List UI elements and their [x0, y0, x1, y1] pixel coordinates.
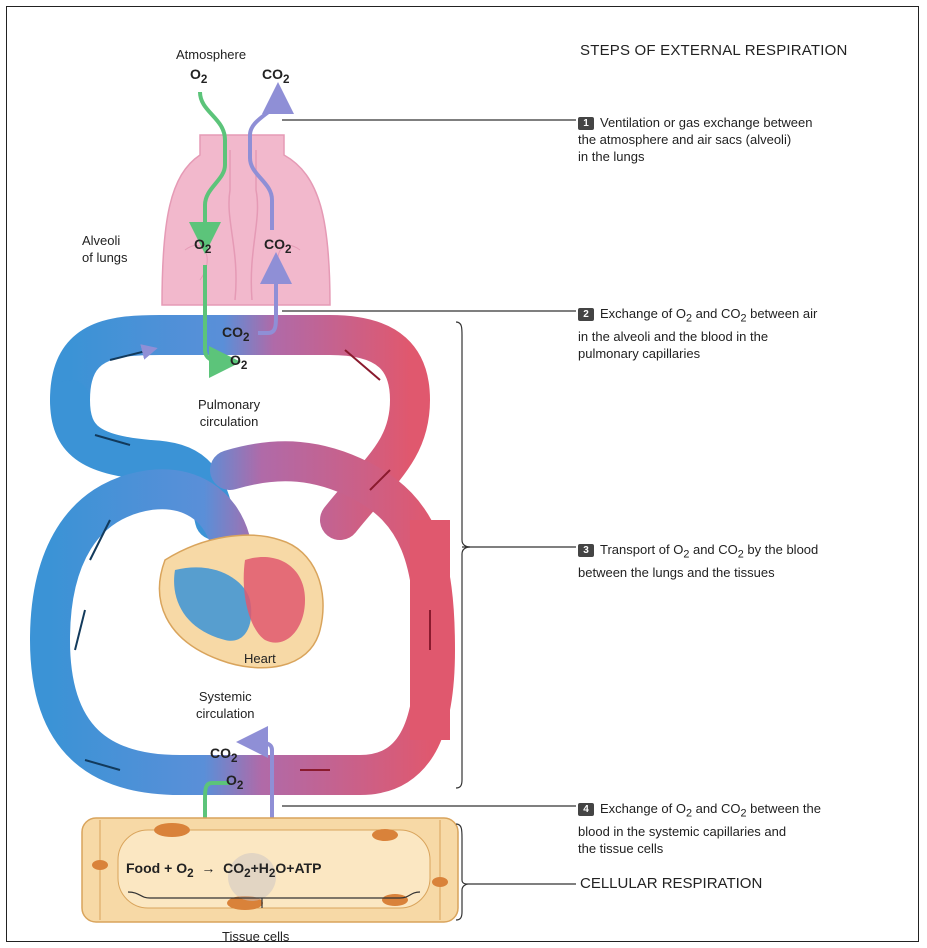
o2-subscript: 2: [205, 243, 211, 256]
eq-atp: ATP: [294, 860, 321, 876]
tissue-cells-label: Tissue cells: [222, 928, 289, 945]
heart-label: Heart: [244, 650, 276, 667]
alveoli-label: Alveoli of lungs: [82, 232, 128, 266]
atmosphere-o2-label: O2: [190, 66, 207, 88]
steps-title: STEPS OF EXTERNAL RESPIRATION: [580, 42, 848, 59]
cellular-respiration-equation: Food + O2 → CO2+H2O+ATP: [126, 860, 321, 880]
systemic-line1: Systemic: [199, 689, 252, 704]
o2-text: O: [190, 66, 201, 82]
pulmonary-o2-label: O2: [230, 352, 247, 374]
systemic-line2: circulation: [196, 706, 255, 721]
co2-text: CO: [210, 745, 231, 761]
lungs-illustration: [162, 135, 330, 305]
eq-h2o-o: O: [275, 860, 286, 876]
eq-plus: +: [164, 860, 172, 876]
cellular-respiration-label: CELLULAR RESPIRATION: [580, 875, 762, 892]
step-3-text-b: and CO: [689, 542, 737, 557]
pulmonary-line2: circulation: [200, 414, 259, 429]
eq-food: Food: [126, 860, 160, 876]
eq-plus: +: [251, 860, 259, 876]
step-1-line2: the atmosphere and air sacs (alveoli): [578, 132, 791, 147]
o2-text: O: [194, 236, 205, 252]
o2-subscript: 2: [201, 73, 207, 86]
co2-text: CO: [262, 66, 283, 82]
co2-subscript: 2: [283, 73, 289, 86]
pulmonary-circulation-label: Pulmonary circulation: [198, 396, 260, 430]
heart-illustration: [160, 535, 324, 668]
o2-text: O: [230, 352, 241, 368]
step-4-text-a: Exchange of O: [600, 801, 686, 816]
step-1: 1 Ventilation or gas exchange between the…: [578, 114, 918, 165]
step-1-line1: Ventilation or gas exchange between: [600, 115, 813, 130]
alveoli-co2-label: CO2: [264, 236, 291, 258]
systemic-o2-label: O2: [226, 772, 243, 794]
atmosphere-co2-label: CO2: [262, 66, 289, 88]
co2-text: CO: [264, 236, 285, 252]
step-3-line2: between the lungs and the tissues: [578, 565, 775, 580]
pulmonary-line1: Pulmonary: [198, 397, 260, 412]
step-2-line3: pulmonary capillaries: [578, 346, 700, 361]
eq-o2: O: [176, 860, 187, 876]
step-2-text-a: Exchange of O: [600, 306, 686, 321]
eq-h2o-h: H: [259, 860, 269, 876]
step-number-badge: 4: [578, 803, 594, 816]
atmosphere-label: Atmosphere: [176, 46, 246, 63]
step-3-text-c: by the blood: [744, 542, 818, 557]
co2-subscript: 2: [243, 331, 249, 344]
co2-subscript: 2: [285, 243, 291, 256]
step-1-line3: in the lungs: [578, 149, 645, 164]
co2-text: CO: [222, 324, 243, 340]
step-4-line3: the tissue cells: [578, 841, 663, 856]
step-4-text-b: and CO: [692, 801, 740, 816]
alveoli-line1: Alveoli: [82, 233, 120, 248]
eq-arrow: →: [201, 860, 215, 876]
eq-co2: CO: [223, 860, 244, 876]
step-2-text-c: between air: [746, 306, 817, 321]
o2-text: O: [226, 772, 237, 788]
step-number-badge: 1: [578, 117, 594, 130]
step-4-line2: blood in the systemic capillaries and: [578, 824, 786, 839]
o2-subscript: 2: [241, 359, 247, 372]
systemic-circulation-label: Systemic circulation: [196, 688, 255, 722]
alveoli-o2-label: O2: [194, 236, 211, 258]
alveoli-line2: of lungs: [82, 250, 128, 265]
step-3-text-a: Transport of O: [600, 542, 683, 557]
step-2-line2: in the alveoli and the blood in the: [578, 329, 768, 344]
step-2-text-b: and CO: [692, 306, 740, 321]
o2-subscript: 2: [237, 779, 243, 792]
systemic-co2-label: CO2: [210, 745, 237, 767]
co2-subscript: 2: [231, 752, 237, 765]
pulmonary-co2-label: CO2: [222, 324, 249, 346]
eq-o2-subscript: 2: [187, 867, 193, 880]
step-number-badge: 3: [578, 544, 594, 557]
step-number-badge: 2: [578, 308, 594, 321]
step-4-text-c: between the: [746, 801, 820, 816]
